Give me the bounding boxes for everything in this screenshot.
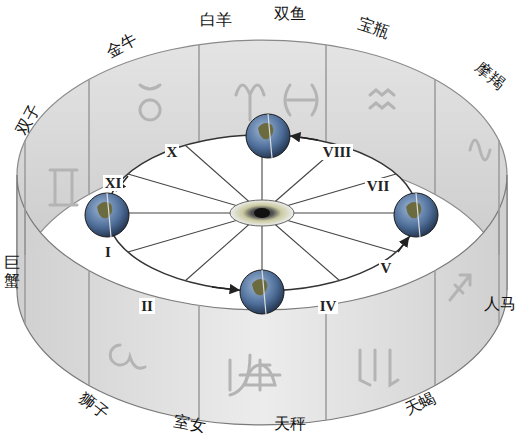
constellation-name: 白羊 bbox=[200, 11, 232, 29]
constellation-name: 双鱼 bbox=[274, 5, 306, 23]
month-number: VIII bbox=[321, 144, 353, 161]
constellation-name: 天秤 bbox=[274, 415, 306, 433]
month-number: V bbox=[379, 260, 394, 277]
constellation-name: 巨蟹 bbox=[4, 254, 20, 289]
constellation-name: 室女 bbox=[173, 413, 208, 436]
constellation-name: 人马 bbox=[484, 295, 516, 313]
month-number: XI bbox=[103, 175, 124, 192]
month-number: IV bbox=[318, 298, 339, 315]
month-number: II bbox=[139, 298, 155, 315]
month-number: I bbox=[103, 244, 113, 261]
constellation-name: 金牛 bbox=[104, 31, 141, 62]
constellation-name: 摩羯 bbox=[472, 59, 508, 93]
constellation-name: 宝瓶 bbox=[356, 15, 392, 42]
month-number: VII bbox=[365, 178, 392, 195]
month-number: X bbox=[165, 144, 180, 161]
